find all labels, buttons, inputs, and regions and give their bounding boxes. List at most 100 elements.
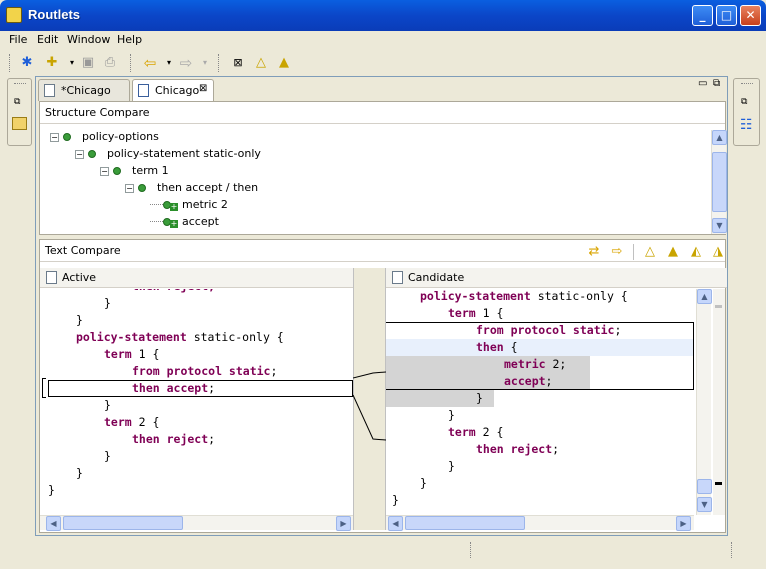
compare-icon[interactable]: ⊠ — [233, 56, 243, 69]
tab-chicago-dirty[interactable]: *Chicago — [38, 79, 130, 101]
code-line: term 1 { — [104, 346, 159, 363]
maximize-button[interactable]: □ — [716, 5, 737, 26]
scroll-thumb[interactable] — [697, 479, 712, 494]
node-icon — [63, 133, 71, 141]
code-token: } — [392, 493, 399, 507]
next-difference-icon[interactable]: △ — [645, 244, 655, 259]
scroll-up-button[interactable]: ▲ — [712, 130, 727, 145]
code-line: accept; — [504, 373, 552, 390]
minimize-button[interactable]: _ — [692, 5, 713, 26]
back-dropdown-icon[interactable]: ▾ — [166, 58, 171, 67]
code-token: { — [503, 340, 518, 354]
code-token: } — [48, 483, 55, 497]
commit-icon[interactable]: △ — [256, 55, 266, 70]
tree-item-label: policy-options — [82, 130, 159, 143]
previous-change-icon[interactable]: ◮ — [713, 244, 723, 259]
code-token: } — [104, 296, 111, 310]
back-icon[interactable]: ⇦ — [143, 54, 157, 72]
right-trim-grip[interactable] — [741, 83, 753, 84]
tree-collapse-icon[interactable]: − — [125, 184, 134, 193]
active-code-pane[interactable]: then reject;}}policy-statement static-on… — [40, 289, 353, 515]
code-line: then reject; — [476, 441, 559, 458]
tree-collapse-icon[interactable]: − — [100, 167, 109, 176]
copy-right-to-left-icon[interactable]: ⇨ — [611, 244, 623, 259]
copy-left-to-right-icon[interactable]: ⇄ — [588, 244, 600, 259]
maximize-view-icon[interactable]: ⧉ — [713, 78, 721, 89]
candidate-hscroll[interactable]: ◀ ▶ — [386, 515, 694, 531]
tree-line — [150, 204, 163, 205]
outline-icon[interactable]: ☷ — [740, 117, 753, 133]
overview-marker-current[interactable] — [715, 482, 722, 485]
menu-window[interactable]: Window — [67, 33, 111, 46]
minimize-view-icon[interactable]: ▭ — [698, 78, 708, 89]
toolbar-grip-3[interactable] — [218, 54, 221, 72]
code-token: } — [448, 408, 455, 422]
previous-difference-icon[interactable]: ▲ — [668, 244, 678, 259]
tab-close-icon[interactable]: ⊠ — [199, 83, 208, 94]
right-trim-bar: ⧉ ☷ — [733, 78, 760, 146]
left-trim-grip[interactable] — [14, 83, 26, 84]
scroll-thumb[interactable] — [712, 152, 727, 212]
hscroll-thumb[interactable] — [405, 516, 525, 530]
candidate-pane-header: Candidate — [386, 268, 727, 288]
tree-item[interactable]: − term 1 — [100, 164, 169, 181]
overview-marker[interactable] — [715, 305, 722, 308]
scroll-left-button[interactable]: ◀ — [46, 516, 61, 531]
menu-file[interactable]: File — [9, 33, 28, 46]
scroll-down-button[interactable]: ▼ — [712, 218, 727, 233]
code-line: term 1 { — [448, 305, 503, 322]
keyword-token: then — [476, 340, 504, 354]
keyword-token: term — [104, 347, 132, 361]
new-dropdown-icon[interactable]: ▾ — [69, 58, 74, 67]
tree-item[interactable]: −policy-statement static-only — [75, 147, 261, 164]
keyword-token: policy-statement — [420, 289, 531, 303]
active-hscroll[interactable]: ◀ ▶ — [40, 515, 353, 531]
restore-icon-right[interactable]: ⧉ — [741, 97, 748, 107]
overview-ruler[interactable] — [713, 289, 725, 515]
tab-chicago[interactable]: Chicago ⊠ — [132, 79, 214, 101]
structure-compare-header: Structure Compare — [40, 102, 725, 124]
code-token: } — [104, 449, 111, 463]
toolbar-grip[interactable] — [9, 54, 12, 72]
candidate-vscroll[interactable]: ▲ ▼ — [696, 289, 712, 515]
next-change-icon[interactable]: ◭ — [691, 244, 701, 259]
code-token: } — [76, 313, 83, 327]
tree-item[interactable]: − policy-options — [50, 130, 159, 147]
candidate-code-pane[interactable]: policy-statement static-only {term 1 {fr… — [386, 289, 694, 515]
code-line: policy-statement static-only { — [76, 329, 284, 346]
toolbar-grip-2[interactable] — [130, 54, 133, 72]
connect-icon[interactable]: ✱ — [21, 55, 33, 70]
code-token: 2 { — [131, 415, 160, 429]
scroll-down-button[interactable]: ▼ — [697, 497, 712, 512]
code-token: ; — [208, 432, 216, 446]
tree-item-label: metric 2 — [182, 198, 228, 211]
folder-icon[interactable] — [12, 117, 27, 130]
tree-collapse-icon[interactable]: − — [50, 133, 59, 142]
tree-item[interactable]: −then accept / then — [125, 181, 258, 198]
close-button[interactable]: ✕ — [740, 5, 761, 26]
scroll-right-button[interactable]: ▶ — [336, 516, 351, 531]
new-icon[interactable]: ✚ — [46, 55, 58, 70]
scroll-up-button[interactable]: ▲ — [697, 289, 712, 304]
tree-line — [150, 221, 163, 222]
menu-help[interactable]: Help — [117, 33, 143, 46]
tree-item[interactable]: +metric 2 — [150, 198, 228, 215]
hscroll-thumb[interactable] — [63, 516, 183, 530]
tree-collapse-icon[interactable]: − — [75, 150, 84, 159]
menu-edit[interactable]: Edit — [37, 33, 59, 46]
commit-all-icon[interactable]: ▲ — [279, 55, 289, 70]
code-token: ; — [614, 323, 622, 337]
diff-gutter — [353, 268, 386, 530]
status-grip — [470, 542, 471, 558]
tree-item-label: term 1 — [132, 164, 169, 177]
scroll-right-button[interactable]: ▶ — [676, 516, 691, 531]
restore-icon[interactable]: ⧉ — [14, 97, 21, 107]
code-token: } — [448, 459, 455, 473]
structure-vscroll[interactable]: ▲ ▼ — [711, 130, 727, 234]
code-line: } — [476, 390, 483, 407]
candidate-pane-title: Candidate — [408, 271, 465, 284]
active-pane-title: Active — [62, 271, 97, 284]
tree-item[interactable]: +accept — [150, 215, 219, 232]
scroll-left-button[interactable]: ◀ — [388, 516, 403, 531]
keyword-token: from protocol static — [476, 323, 615, 337]
